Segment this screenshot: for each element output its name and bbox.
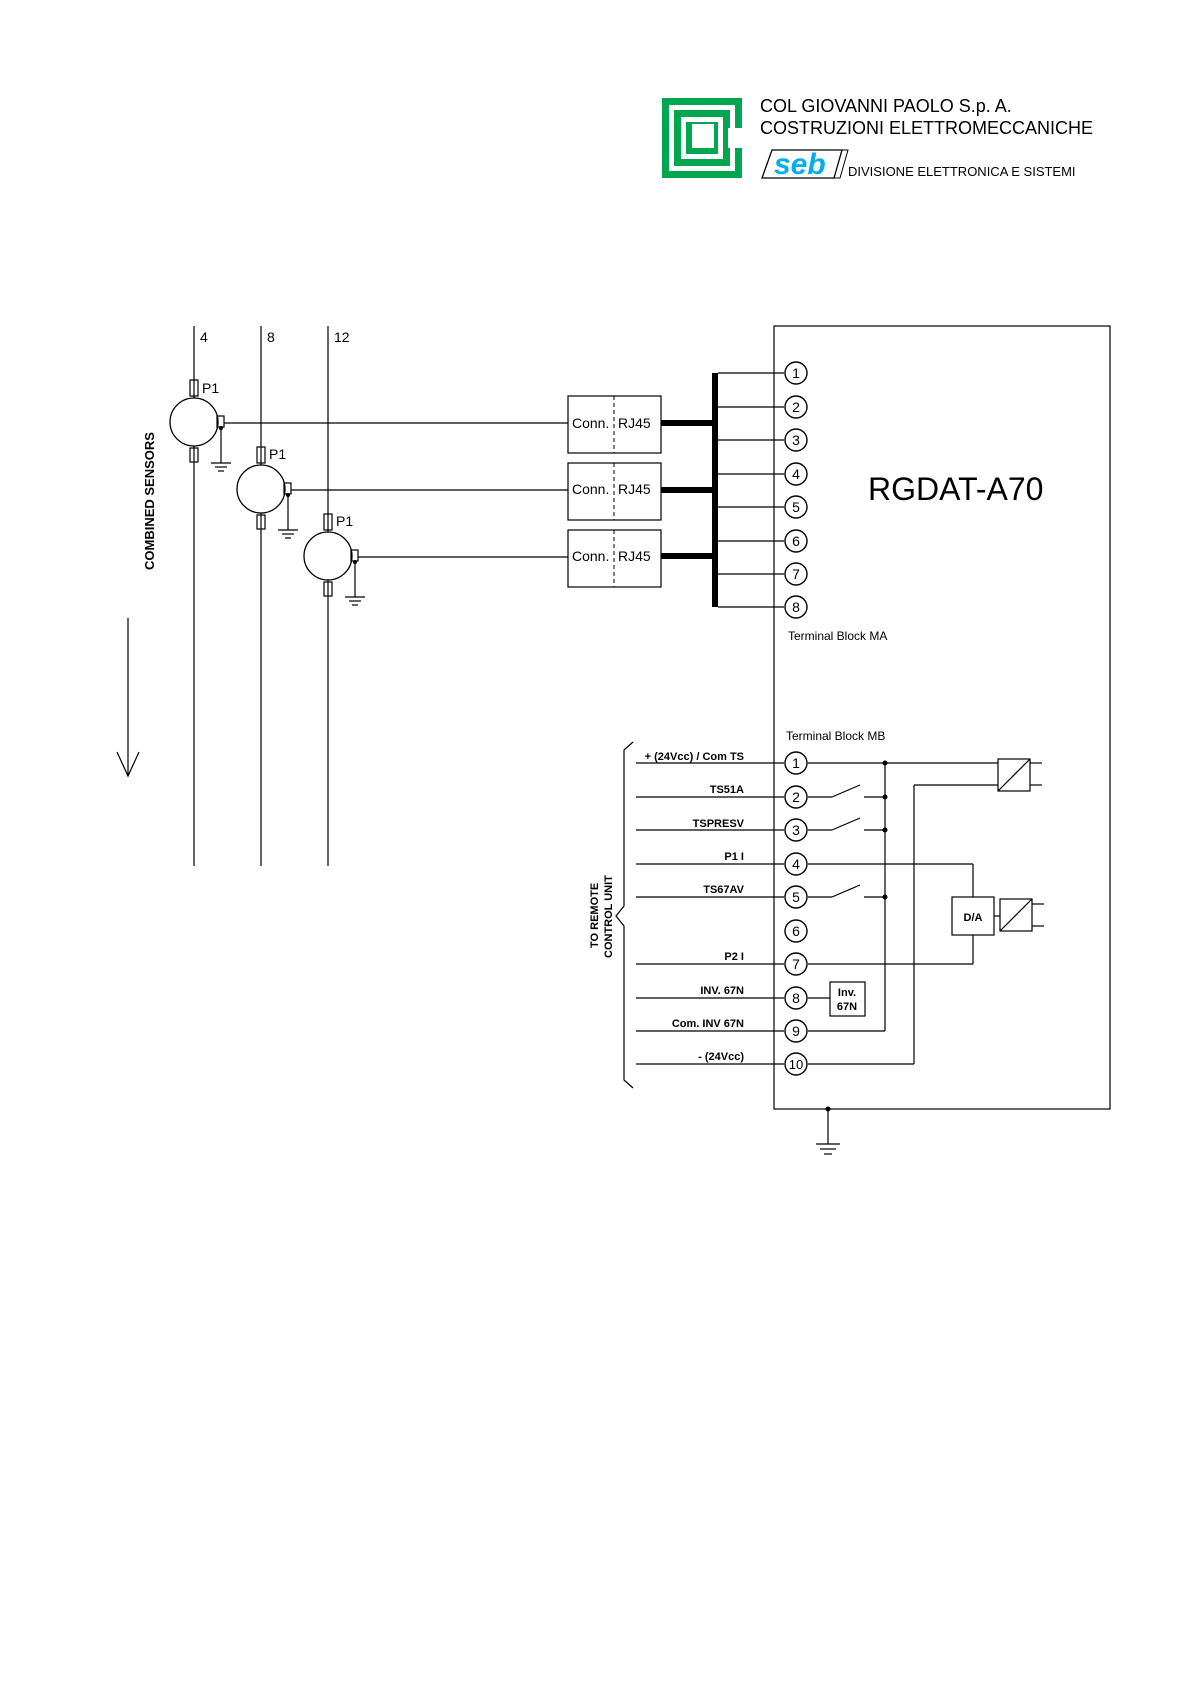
mb-signal-8: INV. 67N <box>700 985 744 997</box>
mb-terminal-8-number: 8 <box>792 990 800 1006</box>
ma-terminal-7-number: 7 <box>792 566 800 582</box>
mb-signal-1: + (24Vcc) / Com TS <box>645 751 744 763</box>
mb-terminal-1 <box>784 751 808 775</box>
mb-terminal-5 <box>784 885 808 909</box>
da-label: D/A <box>964 912 983 924</box>
dc-dc-converter <box>997 758 1042 792</box>
mb-terminal-9-number: 9 <box>792 1023 800 1039</box>
connector-2-left-label: Conn. <box>572 481 609 497</box>
seb-logo-text: seb <box>774 148 826 181</box>
connector-1-left-label: Conn. <box>572 415 609 431</box>
seb-logo: seb <box>761 148 849 181</box>
sensor-3-label: P1 <box>336 513 353 529</box>
remote-unit-brace <box>615 741 634 1089</box>
ma-terminal-5 <box>784 495 808 519</box>
rj45-connector-1: Conn. RJ45 <box>567 395 715 454</box>
inv-67n-label-1: Inv. <box>838 987 856 999</box>
mb-signal-5: TS67AV <box>703 884 744 896</box>
sensor-1-label: P1 <box>202 380 219 396</box>
ma-terminal-2 <box>784 395 808 419</box>
remote-label-line1: TO REMOTE <box>589 883 601 948</box>
mb-signal-4: P1 I <box>724 851 744 863</box>
mb-signal-10: - (24Vcc) <box>698 1051 744 1063</box>
ma-terminal-3-number: 3 <box>792 432 800 448</box>
sensor-3: P1 <box>303 513 568 606</box>
mb-terminal-9 <box>784 1019 808 1043</box>
internal-wiring <box>808 760 998 1065</box>
mb-terminal-4 <box>784 852 808 876</box>
ma-terminal-7 <box>784 562 808 586</box>
company-name-line1: COL GIOVANNI PAOLO S.p. A. <box>760 96 1012 116</box>
remote-label-line2: CONTROL UNIT <box>603 875 615 958</box>
company-name-line2: COSTRUZIONI ELETTROMECCANICHE <box>760 118 1093 138</box>
contact-ts67av <box>808 884 885 898</box>
rgdat-device-box <box>773 325 1111 1110</box>
company-logo <box>662 98 748 178</box>
inv-67n-box: Inv. 67N <box>829 981 866 1017</box>
ma-terminal-1-number: 1 <box>792 365 800 381</box>
sensor-2: P1 <box>236 446 568 539</box>
mb-terminal-3-number: 3 <box>792 822 800 838</box>
mb-signal-9: Com. INV 67N <box>672 1018 744 1030</box>
device-ground-icon <box>816 1106 840 1155</box>
connector-3-right-label: RJ45 <box>618 548 651 564</box>
mb-terminal-7 <box>784 952 808 976</box>
ma-terminal-8-number: 8 <box>792 599 800 615</box>
mb-terminal-10-number: 10 <box>789 1057 803 1072</box>
terminal-block-mb-label: Terminal Block MB <box>786 729 885 743</box>
mb-terminal-10 <box>784 1052 808 1076</box>
mb-signal-3: TSPRESV <box>693 818 745 830</box>
da-converter: D/A <box>951 896 1044 936</box>
ma-terminal-8 <box>784 595 808 619</box>
ma-terminal-1 <box>784 361 808 385</box>
ma-terminal-6-number: 6 <box>792 533 800 549</box>
line-number-12: 12 <box>334 329 350 345</box>
mb-terminal-1-number: 1 <box>792 755 800 771</box>
mb-terminal-3 <box>784 818 808 842</box>
ma-terminal-5-number: 5 <box>792 499 800 515</box>
ma-terminal-6 <box>784 529 808 553</box>
mb-terminal-8 <box>784 986 808 1010</box>
line-number-4: 4 <box>200 329 208 345</box>
ma-terminal-4 <box>784 462 808 486</box>
mb-terminal-6 <box>784 919 808 943</box>
mb-terminal-5-number: 5 <box>792 889 800 905</box>
device-title: RGDAT-A70 <box>868 471 1043 507</box>
mb-terminal-2-number: 2 <box>792 789 800 805</box>
division-name: DIVISIONE ELETTRONICA E SISTEMI <box>848 164 1076 179</box>
inv-67n-label-2: 67N <box>837 1001 857 1013</box>
ma-terminal-4-number: 4 <box>792 466 800 482</box>
mb-terminal-6-number: 6 <box>792 923 800 939</box>
line-number-8: 8 <box>267 329 275 345</box>
contact-tspresv <box>808 817 885 831</box>
terminal-block-ma-label: Terminal Block MA <box>788 629 887 643</box>
connector-1-right-label: RJ45 <box>618 415 651 431</box>
terminal-block-ma: 1 2 3 4 5 6 7 8 <box>712 361 808 619</box>
sensor-2-label: P1 <box>269 446 286 462</box>
mb-terminal-2 <box>784 785 808 809</box>
rj45-connector-2: Conn. RJ45 <box>567 462 715 521</box>
ma-terminal-3 <box>784 428 808 452</box>
mb-terminal-7-number: 7 <box>792 956 800 972</box>
combined-sensors-label: COMBINED SENSORS <box>142 432 157 570</box>
mb-signal-2: TS51A <box>710 784 744 796</box>
contact-ts51a <box>808 784 885 798</box>
sensor-1: P1 <box>169 379 568 472</box>
mb-terminal-4-number: 4 <box>792 856 800 872</box>
connector-3-left-label: Conn. <box>572 548 609 564</box>
direction-arrow <box>116 618 140 778</box>
ma-terminal-2-number: 2 <box>792 399 800 415</box>
connector-2-right-label: RJ45 <box>618 481 651 497</box>
mb-signal-7: P2 I <box>724 951 744 963</box>
terminal-block-mb: + (24Vcc) / Com TS TS51A TSPRESV P1 I TS… <box>636 751 808 1076</box>
rj45-connector-3: Conn. RJ45 <box>567 529 715 588</box>
